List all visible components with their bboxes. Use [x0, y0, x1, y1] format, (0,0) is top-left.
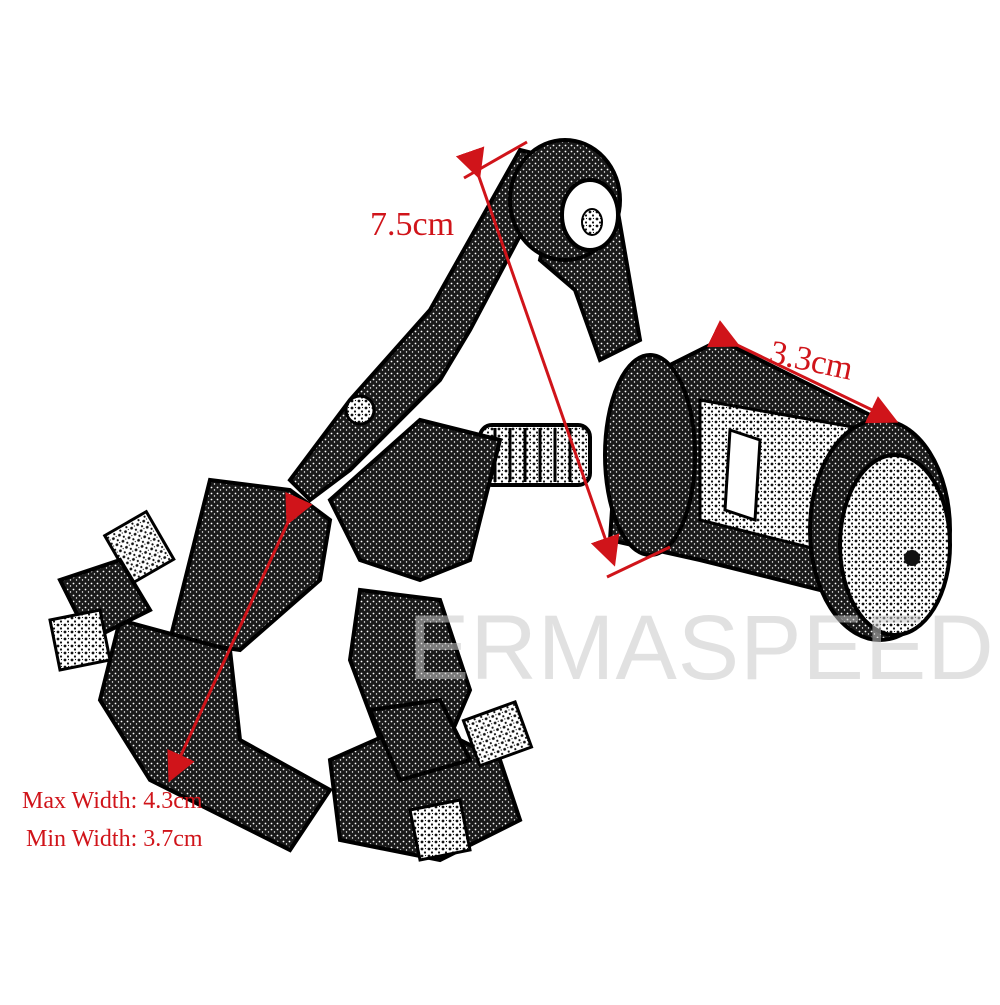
brand-watermark: ERMASPEED [408, 597, 995, 699]
center-link [327, 394, 503, 583]
min-width-label: Min Width: 3.7cm [26, 826, 203, 852]
clamp-bolts [48, 509, 534, 862]
length-label: 7.5cm [370, 206, 455, 243]
dimension-lines [167, 140, 899, 783]
foot-peg [603, 337, 952, 642]
bolt-left [48, 509, 176, 672]
length-dimension-line [455, 140, 671, 579]
diameter-dimension-line [706, 320, 899, 424]
bolt-right [367, 697, 534, 862]
width-dimension-line [167, 491, 313, 783]
pivot-knuckle [508, 138, 622, 262]
max-width-label: Max Width: 4.3cm [22, 788, 203, 814]
